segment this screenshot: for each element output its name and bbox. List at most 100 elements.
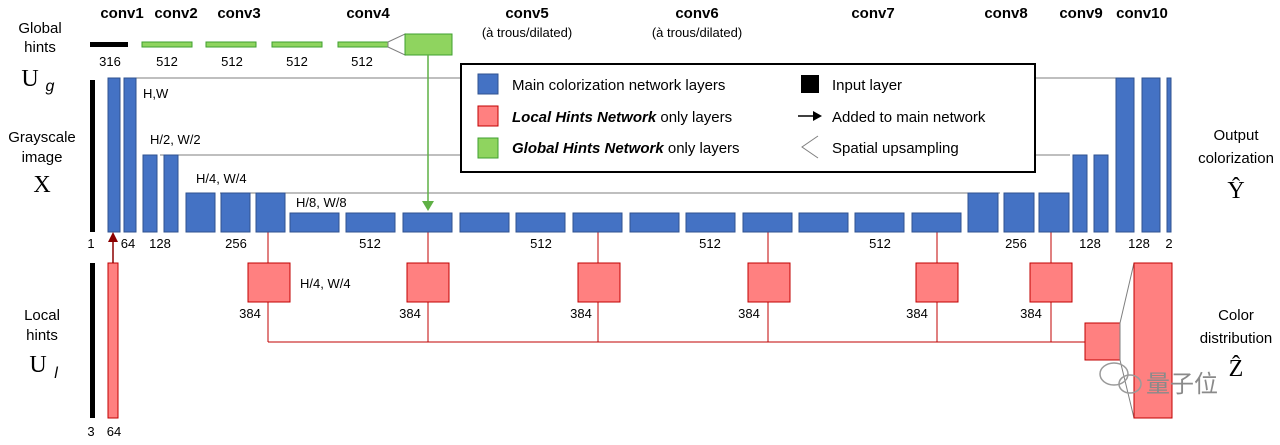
count-conv1: 64 xyxy=(121,236,135,251)
conv8-layer-a xyxy=(967,192,999,233)
global-upsampling-icon xyxy=(387,33,406,56)
conv7-layer-c xyxy=(911,212,962,233)
local-hints-subscript: l xyxy=(54,365,58,382)
legend-box xyxy=(460,63,1036,173)
conv5-layer-b xyxy=(515,212,566,233)
output-symbol: Ŷ xyxy=(1227,178,1244,204)
conv9-layer-a xyxy=(1072,154,1088,233)
legend: Main colorization network layers Local H… xyxy=(460,63,1036,173)
watermark: 量子位 xyxy=(1099,362,1218,398)
header-conv5-subtitle: (à trous/dilated) xyxy=(482,25,572,40)
conv8-layer-c xyxy=(1038,192,1070,233)
local-block-2 xyxy=(406,262,450,303)
header-conv5: conv5 xyxy=(505,5,548,22)
local-count-1: 384 xyxy=(239,306,261,321)
local-count-2: 384 xyxy=(399,306,421,321)
local-block-4 xyxy=(747,262,791,303)
right-labels: Output colorization Ŷ Color distribution… xyxy=(1198,127,1274,382)
global-layer-1 xyxy=(141,41,193,48)
local-added-arrowhead xyxy=(108,232,118,242)
count-conv2: 128 xyxy=(149,236,171,251)
res-label-h8: H/8, W/8 xyxy=(296,195,347,210)
local-block-1 xyxy=(247,262,291,303)
header-conv10: conv10 xyxy=(1116,5,1168,22)
distribution-upsampling-icon xyxy=(1119,262,1135,419)
conv5-layer-a xyxy=(459,212,510,233)
conv10-layer-a xyxy=(1115,77,1135,233)
wechat-logo-bubble-2 xyxy=(1118,374,1142,394)
grayscale-label-line2: image xyxy=(22,149,63,166)
res-label-hw: H,W xyxy=(143,86,169,101)
legend-input-swatch xyxy=(801,75,819,93)
conv7-layer-a xyxy=(798,212,849,233)
resolution-labels: H,W H/2, W/2 H/4, W/4 H/8, W/8 H/4, W/4 xyxy=(143,86,351,291)
local-hints-label-line1: Local xyxy=(24,307,60,324)
distribution-label-line2: distribution xyxy=(1200,330,1273,347)
header-conv8: conv8 xyxy=(984,5,1027,22)
grayscale-label-line1: Grayscale xyxy=(8,129,76,146)
count-conv5: 512 xyxy=(530,236,552,251)
local-count-5: 384 xyxy=(906,306,928,321)
local-connections xyxy=(267,232,1085,343)
legend-main-swatch xyxy=(477,73,499,95)
legend-local-text: Local Hints Network only layers xyxy=(512,109,732,126)
output-label-line2: colorization xyxy=(1198,150,1274,167)
header-conv6-subtitle: (à trous/dilated) xyxy=(652,25,742,40)
conv4-layer-a xyxy=(289,212,340,233)
output-label-line1: Output xyxy=(1213,127,1259,144)
local-count-6: 384 xyxy=(1020,306,1042,321)
count-output: 2 xyxy=(1165,236,1172,251)
global-layer-3 xyxy=(271,41,323,48)
global-added-arrowhead xyxy=(422,201,434,211)
legend-global-name: Global Hints Network xyxy=(512,140,664,157)
global-count-4: 512 xyxy=(286,54,308,69)
global-count-3: 512 xyxy=(221,54,243,69)
global-hints-network: 316 512 512 512 512 xyxy=(99,33,453,211)
conv8-layer-b xyxy=(1003,192,1035,233)
global-layer-2 xyxy=(205,41,257,48)
conv6-layer-b xyxy=(685,212,736,233)
local-hints-network: 384 384 384 384 384 384 3 64 xyxy=(87,232,1173,439)
conv9-layer-b xyxy=(1093,154,1109,233)
input-layers xyxy=(90,42,128,418)
legend-local-name: Local Hints Network xyxy=(512,109,657,126)
header-conv4: conv4 xyxy=(346,5,390,22)
legend-global-suffix: only layers xyxy=(664,140,740,157)
global-count-1: 316 xyxy=(99,54,121,69)
local-input-conv xyxy=(107,262,119,419)
local-input-count: 3 xyxy=(87,424,94,439)
wechat-logo xyxy=(1099,362,1142,394)
local-distribution-block xyxy=(1084,322,1121,361)
count-conv3: 256 xyxy=(225,236,247,251)
legend-local-swatch xyxy=(477,105,499,127)
legend-global-text: Global Hints Network only layers xyxy=(512,140,740,157)
distribution-symbol: Ẑ xyxy=(1229,356,1244,382)
legend-arrow-head xyxy=(813,111,822,121)
count-conv7: 512 xyxy=(869,236,891,251)
conv3-layer-c xyxy=(255,192,286,233)
legend-main-text: Main colorization network layers xyxy=(512,77,725,94)
header-conv7: conv7 xyxy=(851,5,894,22)
local-count-3: 384 xyxy=(570,306,592,321)
global-count-5: 512 xyxy=(351,54,373,69)
conv3-layer-b xyxy=(220,192,251,233)
conv2-layer-a xyxy=(142,154,158,233)
count-conv8: 256 xyxy=(1005,236,1027,251)
global-upsampled-block xyxy=(404,33,453,56)
header-conv3: conv3 xyxy=(217,5,260,22)
conv3-layer-a xyxy=(185,192,216,233)
local-hints-label-line2: hints xyxy=(26,327,58,344)
conv1-layer-a xyxy=(107,77,121,233)
global-hints-label-line1: Global xyxy=(18,20,61,37)
global-hints-symbol: U xyxy=(21,66,38,92)
conv6-layer-c xyxy=(742,212,793,233)
conv7-layer-b xyxy=(854,212,905,233)
legend-upsampling-icon xyxy=(801,135,819,159)
global-hints-subscript: g xyxy=(46,78,55,95)
main-network-layers xyxy=(107,77,1172,233)
legend-input-text: Input layer xyxy=(832,77,902,94)
header-conv2: conv2 xyxy=(154,5,197,22)
conv5-layer-c xyxy=(572,212,623,233)
